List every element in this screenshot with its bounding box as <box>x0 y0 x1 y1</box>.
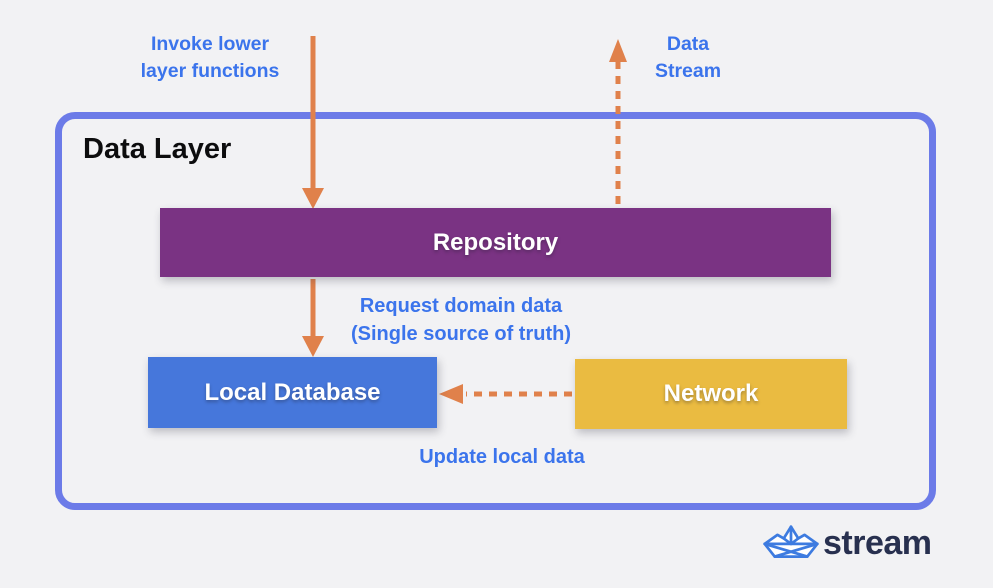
invoke-lower-label: Invoke lower layer functions <box>140 33 280 82</box>
stream-wordmark: stream <box>823 524 932 562</box>
update-local-data-label: Update local data <box>419 446 585 468</box>
network-node: Network <box>575 359 847 429</box>
local-database-label: Local Database <box>204 378 381 406</box>
network-label: Network <box>663 380 759 407</box>
stream-logo: stream <box>762 521 932 565</box>
local-database-node: Local Database <box>148 357 437 428</box>
data-layer-title: Data Layer <box>83 133 232 165</box>
data-stream-label: Data Stream <box>654 33 722 82</box>
request-domain-data-label: Request domain data (Single source of tr… <box>351 295 571 345</box>
repository-label: Repository <box>432 228 559 256</box>
repository-node: Repository <box>160 208 831 277</box>
paper-boat-icon <box>762 521 820 565</box>
data-layer-container <box>55 112 936 510</box>
